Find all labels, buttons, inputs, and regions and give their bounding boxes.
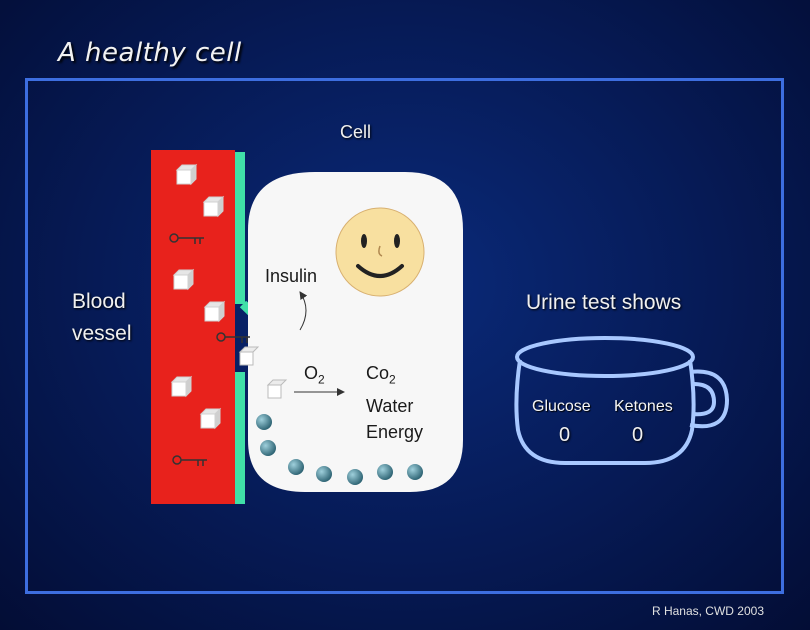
glycogen-dot bbox=[407, 464, 423, 480]
glucose-cubes bbox=[170, 163, 226, 430]
co2-label-sub: 2 bbox=[389, 372, 396, 387]
smiley-face-icon bbox=[335, 207, 425, 297]
co2-label-base: Co bbox=[366, 363, 390, 383]
receptor-strip-upper bbox=[235, 152, 245, 304]
receptor-strip-lower bbox=[235, 372, 245, 504]
glycogen-dot bbox=[377, 464, 393, 480]
glycogen-dot bbox=[316, 466, 332, 482]
cell-label: Cell bbox=[340, 122, 372, 142]
glucose-test-value: 0 bbox=[559, 424, 571, 446]
urine-test-label: Urine test shows bbox=[526, 291, 682, 314]
water-label: Water bbox=[366, 395, 414, 416]
glycogen-dot bbox=[288, 459, 304, 475]
slide-title: A healthy cell bbox=[58, 38, 242, 68]
products-label: Co2 Water Energy bbox=[366, 360, 423, 445]
glucose-cube-icon bbox=[203, 300, 226, 323]
insulin-key-icon bbox=[216, 332, 250, 343]
insulin-arrow-icon bbox=[299, 291, 308, 331]
glucose-cube-icon bbox=[199, 407, 222, 430]
insulin-key-icon bbox=[172, 455, 207, 466]
blood-vessel-label-line2: vessel bbox=[72, 322, 132, 345]
glucose-cube-icon bbox=[172, 268, 195, 291]
glucose-cube-icon bbox=[202, 195, 225, 218]
blood-vessel-label-line1: Blood bbox=[72, 290, 126, 313]
o2-label-base: O bbox=[304, 363, 319, 383]
glycogen-dots bbox=[256, 414, 423, 485]
glucose-cube-entering bbox=[238, 346, 288, 399]
insulin-label: Insulin bbox=[265, 266, 318, 286]
urine-pot-icon bbox=[514, 336, 730, 465]
energy-label: Energy bbox=[366, 421, 424, 442]
ketones-test-label: Ketones bbox=[614, 398, 673, 415]
glycogen-dot bbox=[347, 469, 363, 485]
insulin-key-icon bbox=[169, 233, 204, 244]
glycogen-dot bbox=[256, 414, 272, 430]
o2-label-sub: 2 bbox=[318, 372, 325, 387]
credit-text: R Hanas, CWD 2003 bbox=[651, 604, 764, 618]
ketones-test-value: 0 bbox=[632, 424, 644, 446]
o2-label: O2 bbox=[304, 363, 325, 387]
glycogen-dot bbox=[260, 440, 276, 456]
glucose-cube-icon bbox=[170, 375, 193, 398]
diagram-panel bbox=[25, 78, 784, 594]
glucose-cube-icon bbox=[175, 163, 198, 186]
insulin-key-icons bbox=[169, 233, 250, 466]
blood-vessel-label: Blood vessel bbox=[72, 286, 132, 350]
glucose-test-label: Glucose bbox=[532, 398, 591, 415]
